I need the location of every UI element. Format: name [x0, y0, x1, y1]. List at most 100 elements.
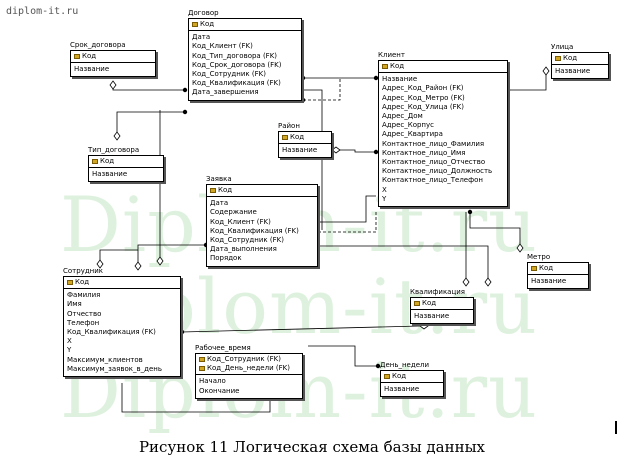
attr: Название — [92, 170, 128, 179]
key-icon — [199, 366, 205, 372]
entity-den-nedeli[interactable]: День_недели Код Название — [380, 360, 444, 398]
entity-title: Сотрудник — [63, 267, 104, 275]
entity-raion[interactable]: Район Код Название — [278, 121, 332, 159]
attr: Контактное_лицо_Имя — [382, 148, 466, 157]
entity-title: Метро — [527, 253, 551, 261]
attr: Название — [282, 146, 318, 155]
attr: Отчество — [67, 309, 102, 318]
rel-sotr-kval — [181, 325, 421, 333]
rel-dashed-zayavka-klient — [318, 210, 377, 233]
rel-klient-zayavka — [318, 195, 376, 223]
attr: Дата_завершения — [192, 88, 259, 97]
attr: Дата_выполнения — [210, 245, 277, 254]
attr: X — [382, 185, 387, 194]
attr: Код_Сотрудник (FK) — [192, 70, 266, 79]
entity-title: Квалификация — [410, 288, 465, 296]
entity-zayavka[interactable]: Заявка Код Дата Содержание Код_Клиент (F… — [206, 174, 318, 267]
attr: Код_Срок_договора (FK) — [192, 60, 282, 69]
attr: Фамилия — [67, 291, 101, 300]
attr: Код_Сотрудник (FK) — [210, 236, 284, 245]
attr: Код_Клиент (FK) — [192, 42, 253, 51]
entity-rabochee-vremya[interactable]: Рабочее_время Код_Сотрудник (FK) Код_Ден… — [195, 343, 303, 399]
site-label: diplom-it.ru — [6, 6, 79, 17]
attr: Окончание — [199, 386, 240, 395]
text-cursor — [615, 421, 617, 434]
attr: Максимум_клиентов — [67, 355, 143, 364]
attr: Имя — [67, 300, 82, 309]
rel-klient-metro — [469, 212, 521, 252]
key-icon — [74, 54, 80, 60]
attr: Код_Квалификация (FK) — [210, 226, 299, 235]
attr: Порядок — [210, 254, 242, 263]
entity-ulica[interactable]: Улица Код Название — [551, 42, 609, 80]
entity-sotrudnik[interactable]: Сотрудник Код Фамилия Имя Отчество Телеф… — [63, 266, 181, 378]
entity-title: День_недели — [380, 361, 430, 369]
pk-field: Код — [290, 133, 305, 141]
attr: Контактное_лицо_Должность — [382, 167, 493, 176]
rel-dogovor-tip — [116, 111, 185, 140]
pk-field: Код — [422, 299, 437, 307]
attr: Название — [414, 312, 450, 321]
attr: X — [67, 337, 72, 346]
entity-title: Срок_договора — [70, 41, 126, 49]
key-icon — [414, 301, 420, 307]
key-icon — [210, 188, 216, 194]
attr: Код_Клиент (FK) — [210, 217, 271, 226]
attr: Код_Тип_договора (FK) — [192, 51, 278, 60]
entity-title: Договор — [188, 9, 219, 17]
pk-field: Код — [75, 278, 90, 286]
attr: Дата — [210, 199, 229, 208]
pk-field: Код — [100, 157, 115, 165]
key-icon — [67, 280, 73, 286]
key-icon — [282, 135, 288, 141]
attr: Начало — [199, 377, 226, 386]
attr: Адрес_Корпус — [382, 121, 434, 130]
attr: Название — [382, 75, 418, 84]
entity-klient[interactable]: Клиент Код Название Адрес_Код_Район (FK)… — [378, 50, 508, 208]
pk-field: Код_День_недели (FK) — [207, 364, 290, 373]
attr: Адрес_Код_Улица (FK) — [382, 102, 464, 111]
rel-klient-ulica — [508, 67, 547, 91]
attr: Контактное_лицо_Телефон — [382, 176, 483, 185]
pk-field: Код — [563, 54, 578, 62]
attr: Код_Квалификация (FK) — [67, 328, 156, 337]
rel-den-rabochee — [308, 345, 378, 367]
entity-kvalifikaciya[interactable]: Квалификация Код Название — [410, 287, 474, 325]
entity-dogovor[interactable]: Договор Код Дата Код_Клиент (FK) Код_Тип… — [188, 8, 302, 101]
key-icon — [384, 374, 390, 380]
attr: Адрес_Квартира — [382, 130, 443, 139]
rel-klient-raion — [332, 149, 376, 153]
key-icon — [382, 64, 388, 70]
entity-title: Клиент — [378, 51, 405, 59]
pk-field: Код — [218, 186, 233, 194]
attr: Содержание — [210, 208, 257, 217]
pk-field: Код — [390, 62, 405, 70]
entity-title: Заявка — [206, 175, 232, 183]
entity-metro[interactable]: Метро Код Название — [527, 252, 589, 290]
attr: Контактное_лицо_Отчество — [382, 158, 486, 167]
attr: Адрес_Дом — [382, 112, 423, 121]
entity-title: Район — [278, 122, 300, 130]
attr: Название — [74, 65, 110, 74]
rel-dashed-dogovor-klient — [303, 78, 341, 101]
entity-srok-dogovora[interactable]: Срок_договора Код Название — [70, 40, 156, 78]
entity-title: Улица — [551, 43, 574, 51]
rel-sotr-rabochee — [121, 383, 271, 413]
pk-field: Код — [392, 372, 407, 380]
entity-title: Тип_договора — [88, 146, 140, 154]
attr: Код_Квалификация (FK) — [192, 79, 281, 88]
key-icon — [92, 159, 98, 165]
attr: Название — [384, 385, 420, 394]
rel-zayavka-kval — [318, 245, 489, 286]
attr: Максимум_заявок_в_день — [67, 364, 162, 373]
attr: Телефон — [67, 318, 100, 327]
entity-tip-dogovora[interactable]: Тип_договора Код Название — [88, 145, 164, 183]
key-icon — [531, 266, 537, 272]
attr: Адрес_Код_Район (FK) — [382, 84, 464, 93]
pk-field: Код — [82, 52, 97, 60]
key-icon — [199, 357, 205, 363]
figure-caption: Рисунок 11 Логическая схема базы данных — [138, 438, 486, 456]
attr: Y — [67, 346, 72, 355]
